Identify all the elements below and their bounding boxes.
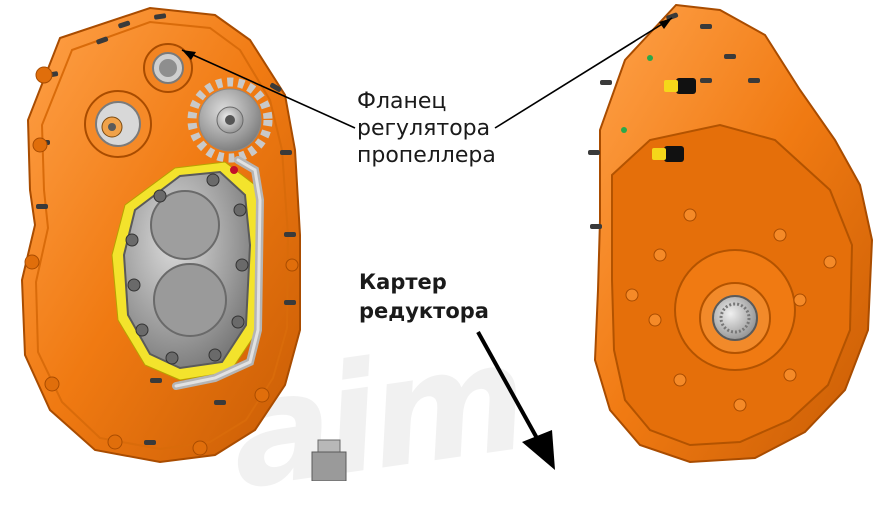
flange-callout-line3: пропеллера [357, 142, 496, 169]
case-callout-line2: редуктора [359, 297, 489, 326]
case-arrow [478, 332, 555, 470]
case-callout-label: Картер редуктора [359, 268, 489, 326]
diagram-stage: aim [0, 0, 885, 481]
flange-callout-line2: регулятора [357, 115, 496, 142]
flange-callout-line1: Фланец [357, 88, 496, 115]
case-callout-line1: Картер [359, 268, 489, 297]
right-gearbox-housing [588, 5, 872, 462]
bottom-shaft-fitting [312, 440, 346, 481]
left-gearbox-housing [22, 8, 300, 462]
output-shaft-spline [675, 250, 795, 370]
flange-callout-label: Фланец регулятора пропеллера [357, 88, 496, 169]
gearbox-illustration [0, 0, 885, 481]
red-plug [230, 166, 238, 174]
bearing-seat [85, 91, 151, 157]
